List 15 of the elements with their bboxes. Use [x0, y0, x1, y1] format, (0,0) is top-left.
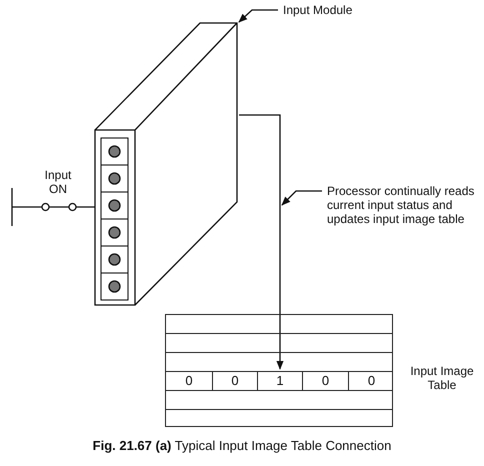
switch-label: Input ON	[44, 168, 72, 196]
table-label: Input Image Table	[409, 364, 475, 392]
leader-line	[238, 9, 278, 23]
figure-caption: Fig. 21.67 (a) Typical Input Image Table Connection	[92, 438, 392, 453]
callout-text: Processor continually reads current input status and updates input image table	[327, 184, 477, 244]
input-module-drawing	[94, 22, 239, 307]
table-cell: 0	[213, 371, 258, 390]
callout-text: Input Module	[283, 3, 383, 19]
table-cell: 0	[303, 371, 349, 390]
table-cell: 1	[258, 371, 303, 390]
arrow	[239, 114, 284, 370]
table-cell: 0	[349, 371, 394, 390]
table-cell: 0	[166, 371, 213, 390]
leader-line	[281, 190, 322, 206]
image-table	[165, 314, 393, 427]
